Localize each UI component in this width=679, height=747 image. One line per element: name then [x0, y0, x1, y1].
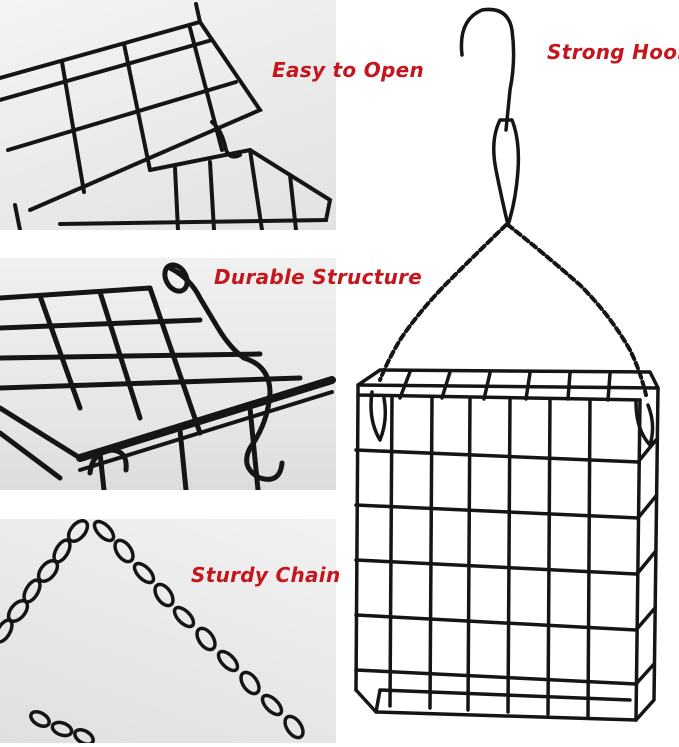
- hook-icon: [459, 7, 516, 132]
- lid-grid-illustration: [0, 2, 333, 230]
- detail-photo-durable-structure: [0, 258, 336, 490]
- feeder-cage-illustration: [354, 7, 660, 722]
- caption-strong-hook: Strong Hook: [547, 40, 679, 64]
- detail-photo-easy-open: [0, 0, 336, 230]
- caption-durable-structure: Durable Structure: [214, 265, 423, 289]
- main-photo-suet-feeder: [340, 0, 679, 743]
- detail-photo-sturdy-chain: [0, 519, 336, 743]
- caption-easy-to-open: Easy to Open: [272, 58, 425, 82]
- chain-illustration: [0, 519, 305, 743]
- caption-sturdy-chain: Sturdy Chain: [191, 563, 341, 587]
- frame-grid-illustration: [0, 262, 336, 490]
